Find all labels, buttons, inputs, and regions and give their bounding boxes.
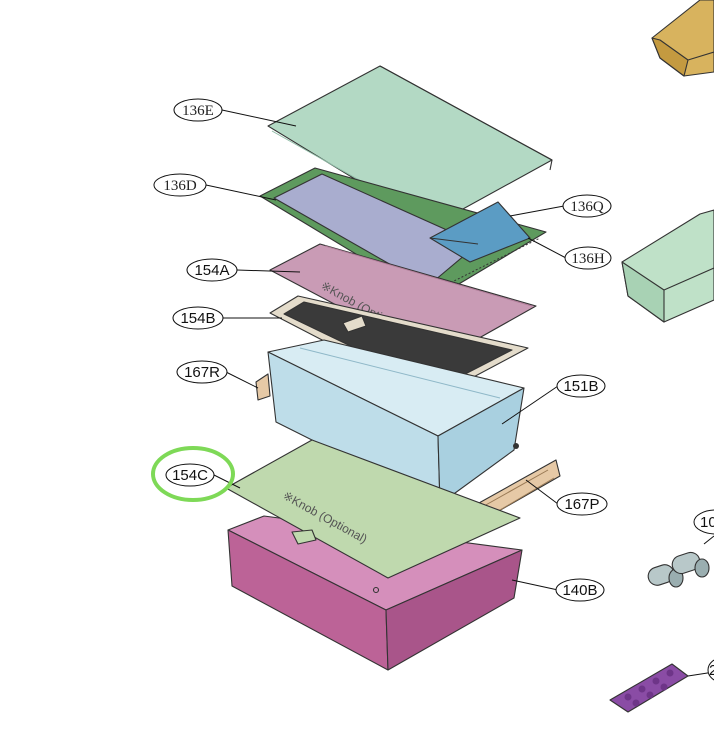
door-shelf-partial [621,209,714,323]
svg-text:10: 10 [700,514,714,531]
highlight-ring-154C [151,446,235,502]
part-label-154A: 154A [186,258,238,282]
svg-text:154A: 154A [194,262,229,279]
part-label-154B: 154B [172,306,224,330]
svg-text:154C: 154C [172,467,208,484]
egg-tray-partial [609,663,714,713]
svg-text:136D: 136D [163,178,197,194]
svg-text:136E: 136E [182,103,214,119]
door-bin-top-partial [651,0,714,77]
svg-text:2: 2 [709,662,714,679]
leader-lines [205,109,567,591]
part-label-167R: 167R [176,360,228,384]
part-label-136H: 136H [564,246,612,270]
cover-154C: ※Knob (Optional) [225,439,521,579]
svg-text:151B: 151B [563,378,598,395]
part-label-cutoff-2: 2 [707,659,714,681]
part-label-154C: 154C [165,463,215,487]
part-label-140B: 140B [555,578,605,602]
part-label-136E: 136E [173,98,223,122]
vegetable-cover-136D [259,167,547,301]
svg-text:167P: 167P [564,496,599,513]
svg-text:136H: 136H [571,251,605,267]
part-label-167P: 167P [556,492,608,516]
svg-text:154B: 154B [180,310,215,327]
svg-text:167R: 167R [184,364,220,381]
svg-text:136Q: 136Q [570,199,604,215]
part-label-cutoff-10: 10 [693,509,714,535]
svg-text:140B: 140B [562,582,597,599]
roller-parts-partial [647,535,714,588]
rail-167R [255,373,271,401]
part-label-136D: 136D [153,173,207,197]
part-label-136Q: 136Q [562,194,612,218]
part-label-151B: 151B [556,374,606,398]
